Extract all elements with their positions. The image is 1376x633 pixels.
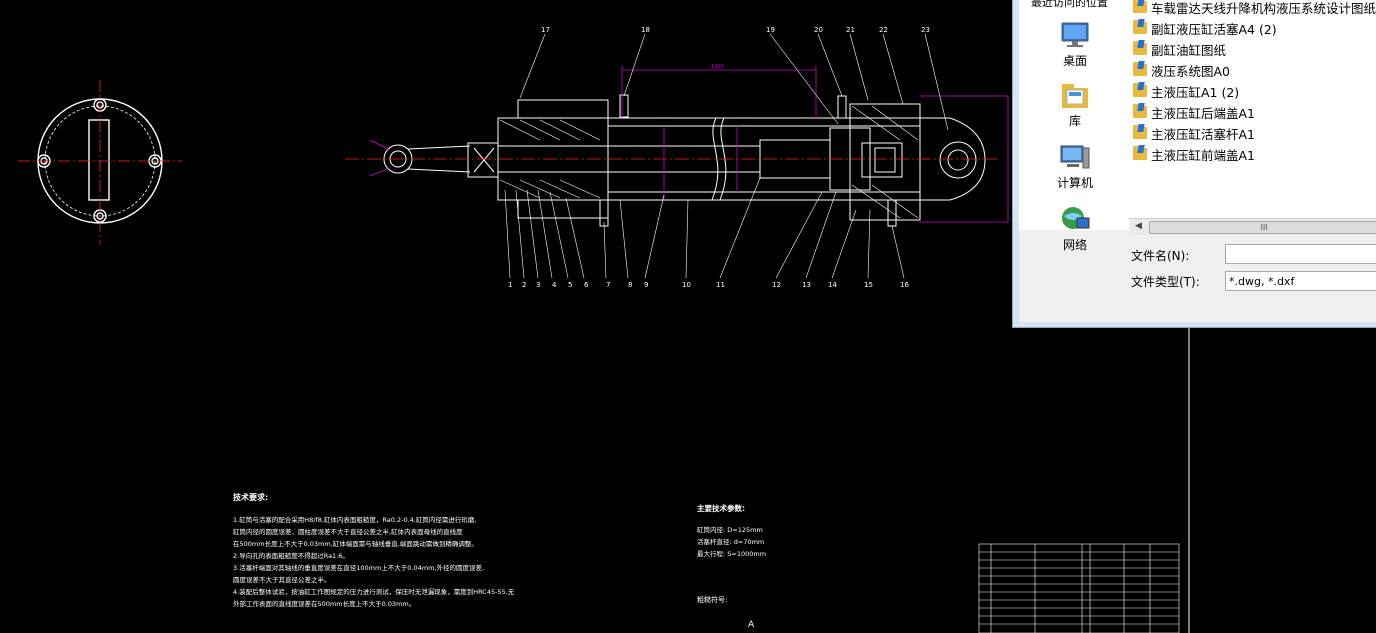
- file-open-dialog: 最近访问的位置 桌面 库: [1012, 0, 1376, 328]
- main-params-title: 主要技术参数:: [697, 504, 745, 513]
- recent-places-label[interactable]: 最近访问的位置: [1031, 0, 1108, 9]
- list-item[interactable]: 液压系统图A0: [1133, 60, 1230, 80]
- place-label: 库: [1068, 114, 1081, 128]
- list-item[interactable]: 副缸油缸图纸: [1133, 39, 1226, 59]
- dimension-lines: [369, 66, 1009, 223]
- place-library[interactable]: 库: [1019, 80, 1131, 129]
- folder-icon: [1133, 104, 1147, 118]
- dimension-label: 1000: [711, 64, 724, 70]
- list-item[interactable]: 主液压缸A1 (2): [1133, 81, 1239, 101]
- main-param-line: 最大行程: S=1000mm: [697, 550, 767, 558]
- balloon-10: 10: [682, 281, 691, 289]
- balloon-1: 1: [508, 281, 512, 289]
- folder-icon: [1133, 41, 1147, 55]
- filename-label: 文件名(N):: [1131, 249, 1190, 263]
- list-item[interactable]: 主液压缸后端盖A1: [1133, 102, 1255, 122]
- balloon-20: 20: [814, 26, 823, 34]
- balloon-16: 16: [900, 281, 909, 289]
- tech-requirement-line: 1.缸筒与活塞的配合采用H8/f8,缸体内表面粗糙度，Ra0.2-0.4,缸筒内…: [233, 516, 477, 524]
- place-label: 桌面: [1062, 54, 1087, 68]
- place-label: 计算机: [1056, 176, 1093, 190]
- balloon-12: 12: [772, 281, 781, 289]
- folder-icon: [1133, 125, 1147, 139]
- tech-requirement-line: 缸筒内径的圆度误差、圆柱度误差不大于直径公差之半,缸体内表面母线的直线度: [233, 528, 463, 536]
- tech-requirement-line: 外部工作表面的直线度误差在500mm长度上不大于0.03mm。: [233, 600, 416, 608]
- sheet-letter: A: [748, 620, 755, 630]
- folder-icon: [1133, 20, 1147, 34]
- balloon-13: 13: [802, 281, 811, 289]
- balloon-labels: 1 2 3 4 5 6 7 8 9 10 11 12 13 14 15 16 1…: [508, 26, 930, 289]
- filetype-label: 文件类型(T):: [1131, 275, 1200, 289]
- scroll-left-icon[interactable]: ◀: [1135, 221, 1142, 231]
- list-item[interactable]: 车载雷达天线升降机构液压系统设计图纸A0: [1133, 0, 1376, 17]
- balloon-8: 8: [628, 281, 632, 289]
- end-view: [18, 80, 182, 245]
- balloon-4: 4: [552, 281, 557, 289]
- folder-icon: [1133, 146, 1147, 160]
- balloon-17: 17: [541, 26, 550, 34]
- tech-requirement-line: 3.活塞杆端面对其轴线的垂直度误差在直径100mm上不大于0.04mm,外径的圆…: [233, 564, 485, 572]
- balloon-18: 18: [641, 26, 650, 34]
- balloon-6: 6: [584, 281, 589, 289]
- horizontal-scrollbar[interactable]: ◀ III: [1129, 218, 1376, 235]
- network-icon: [1062, 207, 1090, 229]
- balloon-19: 19: [766, 26, 775, 34]
- scroll-thumb[interactable]: III: [1149, 221, 1376, 234]
- places-panel: 最近访问的位置 桌面 库: [1019, 0, 1131, 252]
- file-list: 车载雷达天线升降机构液压系统设计图纸A0 副缸液压缸活塞A4 (2) 副缸油缸图…: [1129, 0, 1376, 218]
- library-icon: [1062, 84, 1088, 108]
- folder-icon: [1133, 0, 1147, 13]
- main-param-line: 活塞杆直径: d=70mm: [697, 538, 765, 546]
- computer-icon: [1060, 145, 1090, 169]
- leader-lines: [504, 33, 949, 279]
- folder-icon: [1133, 83, 1147, 97]
- dialog-body: 最近访问的位置 桌面 库: [1019, 0, 1376, 322]
- main-param-line: 缸筒内径: D=125mm: [697, 526, 763, 534]
- filename-input[interactable]: [1225, 244, 1376, 264]
- place-desktop[interactable]: 桌面: [1019, 20, 1131, 69]
- balloon-5: 5: [568, 281, 572, 289]
- balloon-3: 3: [536, 281, 540, 289]
- balloon-15: 15: [864, 281, 873, 289]
- balloon-11: 11: [716, 281, 725, 289]
- balloon-2: 2: [522, 281, 526, 289]
- place-computer[interactable]: 计算机: [1019, 142, 1131, 191]
- list-item[interactable]: 副缸液压缸活塞A4 (2): [1133, 18, 1277, 38]
- balloon-21: 21: [846, 26, 855, 34]
- list-item[interactable]: 主液压缸活塞杆A1: [1133, 123, 1255, 143]
- tech-requirement-line: 在500mm长度上不大于0.03mm,缸体端面需与轴线垂直,端面跳动需做到精确调…: [233, 540, 478, 548]
- tech-requirements-title: 技术要求:: [233, 493, 269, 502]
- bom-table: [978, 543, 1180, 633]
- balloon-14: 14: [828, 281, 837, 289]
- balloon-23: 23: [921, 26, 930, 34]
- desktop-icon: [1061, 22, 1089, 47]
- balloon-22: 22: [879, 26, 888, 34]
- place-label: 网络: [1062, 238, 1087, 252]
- filetype-select[interactable]: *.dwg, *.dxf: [1225, 271, 1376, 291]
- balloon-9: 9: [644, 281, 648, 289]
- folder-icon: [1133, 62, 1147, 76]
- balloon-7: 7: [606, 281, 610, 289]
- tech-requirement-line: 2.导向孔的表面粗糙度不得超过Ra1.6。: [233, 552, 349, 560]
- list-item[interactable]: 主液压缸前端盖A1: [1133, 144, 1255, 164]
- cylinder-section-view: [345, 94, 1000, 227]
- place-network[interactable]: 网络: [1019, 204, 1131, 253]
- roughness-label: 粗糙符号:: [697, 596, 728, 604]
- tech-requirement-line: 圆度误差不大于其直径公差之半。: [233, 576, 331, 584]
- tech-requirement-line: 4.装配后整体试验，按油缸工作图规定的压力进行测试，保压时无泄漏现象，需度到HR…: [233, 588, 515, 596]
